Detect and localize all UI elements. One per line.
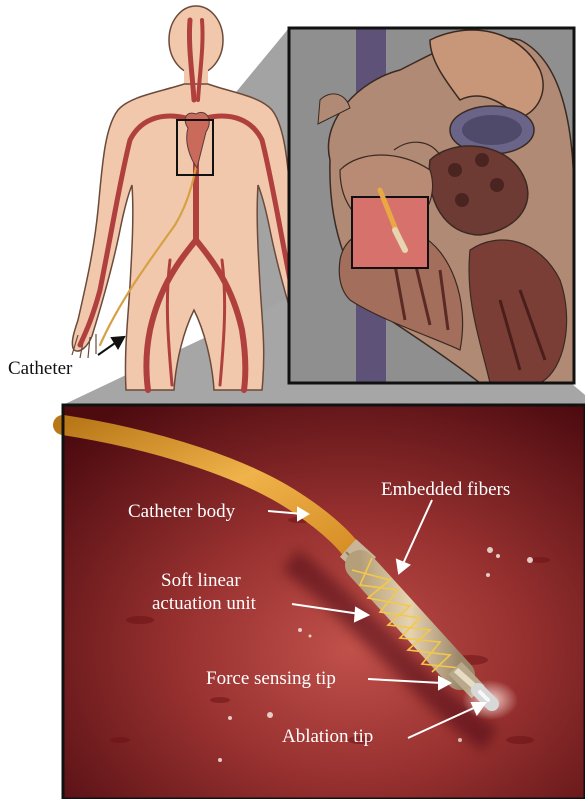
catheter-body-label: Catheter body: [128, 501, 236, 522]
ablation-tip-label: Ablation tip: [282, 726, 373, 747]
soft-linear-label-line2: actuation unit: [152, 593, 257, 614]
catheter-label: Catheter: [8, 358, 73, 379]
soft-linear-label-line1: Soft linear: [161, 570, 241, 591]
embedded-fibers-label: Embedded fibers: [381, 479, 510, 500]
force-sensing-tip-label: Force sensing tip: [206, 668, 336, 689]
heart-inset-panel: [289, 28, 574, 383]
